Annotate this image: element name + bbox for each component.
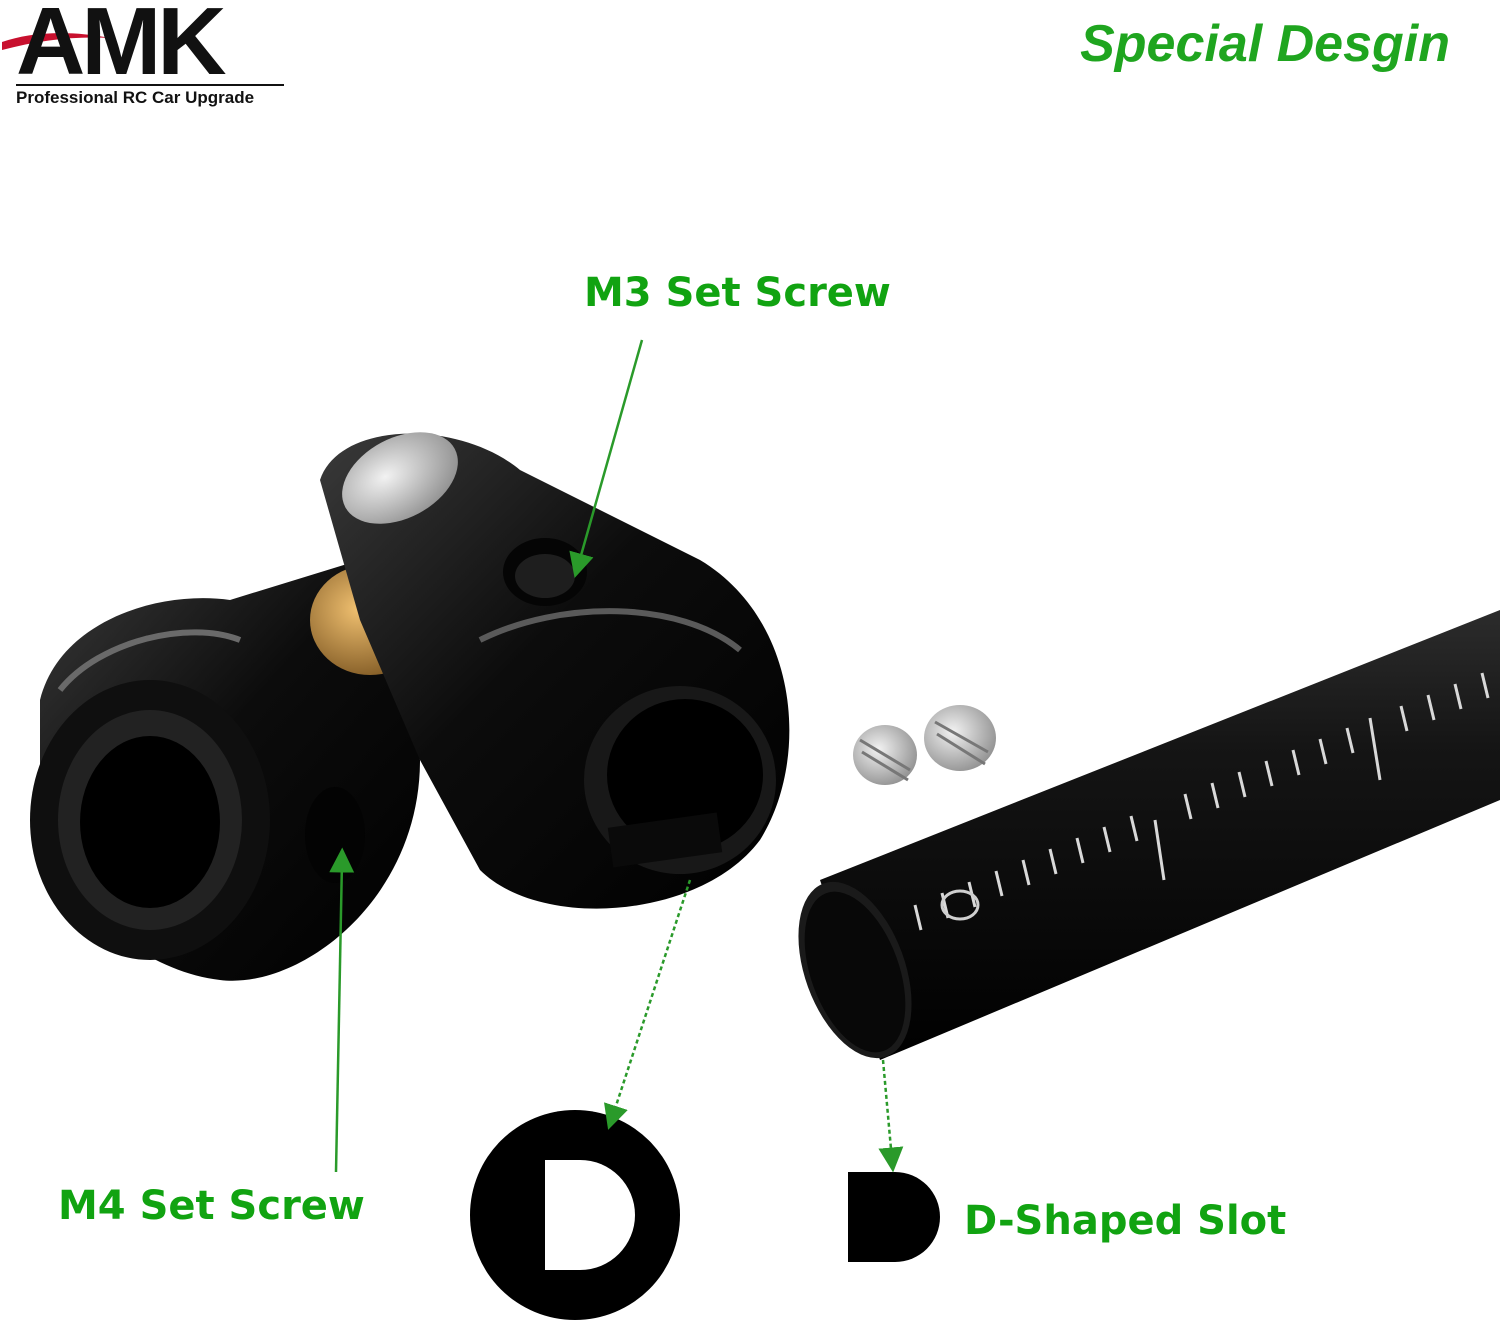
m4-set-screw-label: M4 Set Screw	[58, 1183, 365, 1229]
set-screws	[853, 705, 996, 785]
m3-set-screw-label: M3 Set Screw	[584, 270, 891, 316]
d-shaft	[798, 610, 1500, 1060]
logo-wordmark: AMK	[16, 0, 227, 95]
callout-arrows	[329, 339, 904, 1173]
logo-tagline: Professional RC Car Upgrade	[16, 88, 255, 107]
logo-swoosh-icon	[2, 33, 110, 50]
brand-logo: AMK Professional RC Car Upgrade	[0, 0, 300, 115]
d-shaped-slot-label: D-Shaped Slot	[964, 1198, 1287, 1244]
d-slot-ring-diagram	[470, 1110, 680, 1320]
d-slot-shaft-diagram	[848, 1172, 940, 1262]
universal-joint	[30, 432, 790, 981]
page-headline: Special Desgin	[1080, 15, 1450, 73]
logo-divider	[16, 84, 284, 86]
